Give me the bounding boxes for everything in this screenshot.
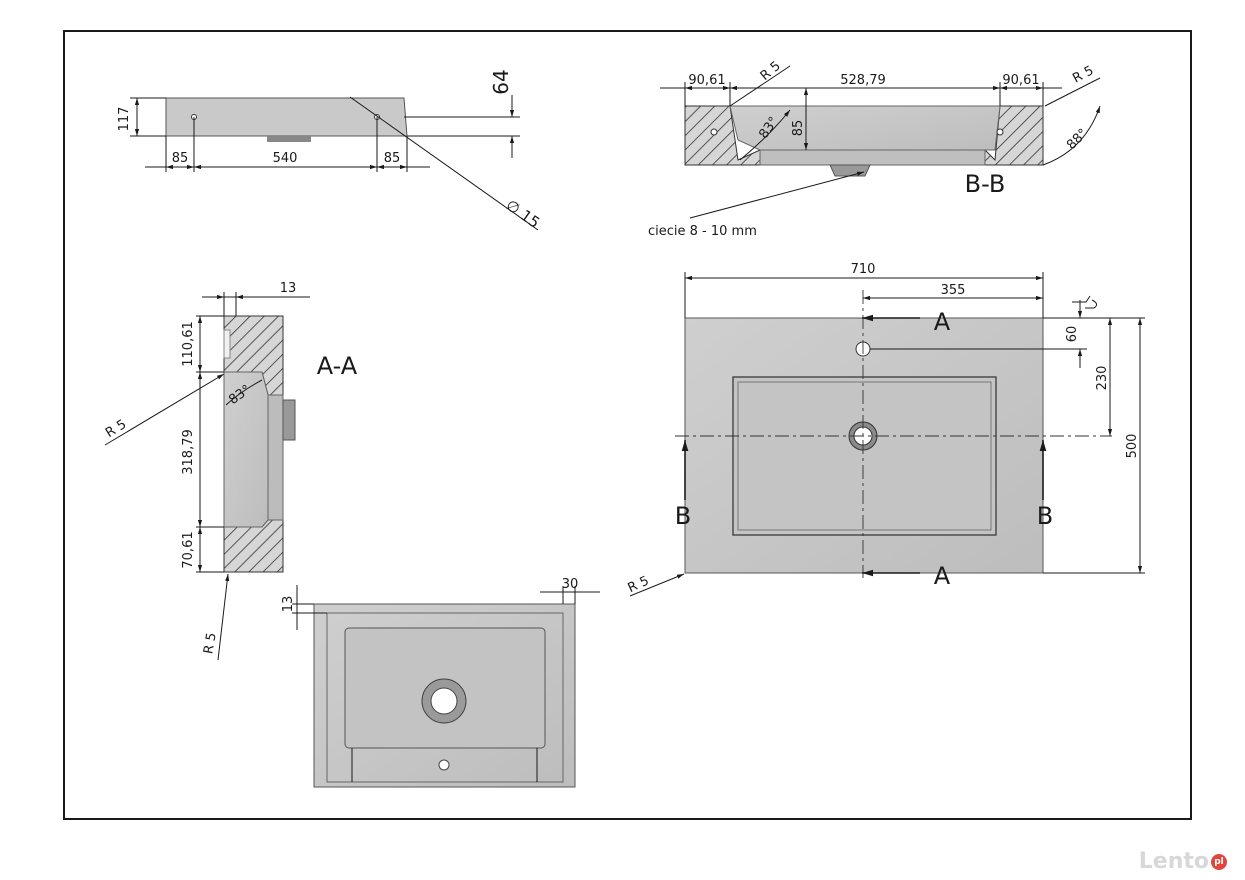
drain-aa [282, 399, 296, 441]
dim-540: 540 [273, 151, 298, 166]
section-aa-hatch-bottom [223, 519, 284, 573]
dim-90-61-right: 90,61 [1002, 73, 1039, 88]
r5-bb-left: R 5 [758, 59, 784, 84]
dim-318-79: 318,79 [181, 429, 196, 475]
dim-117: 117 [117, 107, 132, 132]
section-aa-view: 13 110,61 318,79 70,61 83° R 5 R 5 A-A [103, 281, 358, 661]
drawing-frame [63, 30, 1192, 820]
dim-60: 60 [1065, 326, 1080, 343]
side-view-body [165, 97, 408, 137]
cut-b-left: B [675, 502, 691, 530]
section-aa-label: A-A [317, 352, 358, 380]
r5-aa-upper: R 5 [103, 417, 129, 441]
cut-note: ciecie 8 - 10 mm [648, 224, 757, 239]
watermark-text: Lento [1138, 849, 1209, 874]
drain-stub [267, 136, 311, 142]
watermark-badge: pl [1211, 854, 1227, 870]
cut-a-bottom: A [934, 562, 951, 590]
section-bb-bottom [759, 149, 986, 166]
angle-88-bb: 88° [1064, 126, 1091, 153]
r5-aa-lower: R 5 [201, 632, 219, 656]
dim-diameter-15: ∅ 15 [503, 196, 544, 232]
dim-13-bottom: 13 [281, 596, 296, 613]
side-view: 117 64 85 540 85 ∅ 15 [117, 69, 543, 232]
dim-710: 710 [851, 262, 876, 277]
dim-85-right: 85 [384, 151, 401, 166]
dim-85-bb: 85 [791, 120, 806, 137]
dim-528-79: 528,79 [840, 73, 886, 88]
r5-top: R 5 [626, 574, 652, 597]
dim-64: 64 [489, 69, 513, 94]
drain-section [829, 164, 871, 177]
dim-110-61: 110,61 [181, 321, 196, 367]
cut-b-right: B [1037, 502, 1053, 530]
dim-355: 355 [941, 283, 966, 298]
cut-a-top: A [934, 308, 951, 336]
section-bb-label: B-B [965, 170, 1006, 198]
dim-30: 30 [562, 577, 579, 592]
dim-500: 500 [1125, 434, 1140, 459]
top-view-basin [732, 376, 997, 536]
r5-bb-right: R 5 [1070, 63, 1096, 86]
bottom-view: 30 13 [281, 577, 600, 788]
section-aa-wall [267, 394, 284, 521]
section-bb-view: 90,61 528,79 90,61 R 5 R 5 83° 85 88° B-… [648, 59, 1101, 239]
bottom-tap-hole [438, 759, 450, 771]
dim-70-61: 70,61 [181, 531, 196, 568]
dim-230: 230 [1095, 366, 1110, 391]
dim-85-left: 85 [172, 151, 189, 166]
dim-90-61-left: 90,61 [688, 73, 725, 88]
dim-13-aa: 13 [280, 281, 297, 296]
top-view: 710 355 A A B B 60 230 500 R 5 [626, 262, 1145, 597]
